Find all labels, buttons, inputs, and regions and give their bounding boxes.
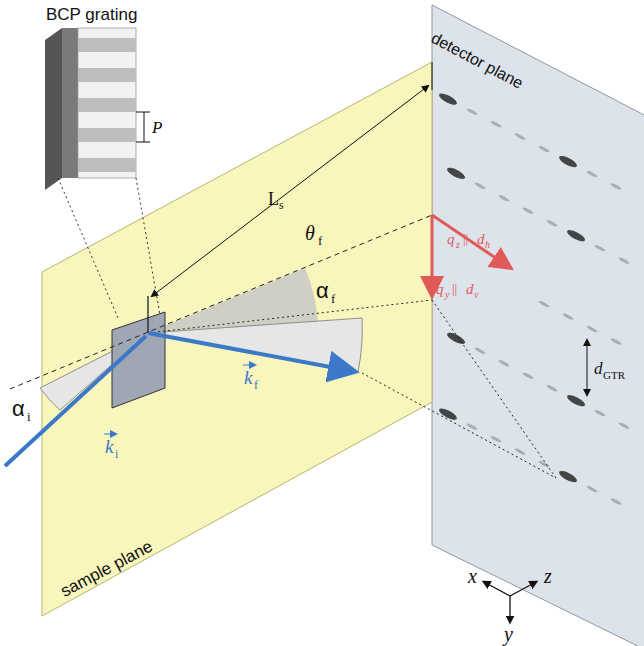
subscript: f bbox=[254, 379, 258, 391]
parallel-sign: || bbox=[452, 282, 457, 295]
qz-arrow bbox=[432, 215, 509, 267]
axis-label: y bbox=[504, 624, 513, 644]
detector-plane bbox=[432, 5, 644, 646]
period-label: P bbox=[152, 119, 162, 136]
wavevector-symbol: k bbox=[244, 368, 252, 387]
qy-arrow bbox=[431, 215, 434, 294]
q-symbol: q bbox=[447, 232, 455, 247]
subscript: s bbox=[279, 199, 284, 211]
subscript: z bbox=[456, 240, 460, 250]
subscript: f bbox=[331, 292, 335, 305]
bcp-grating bbox=[45, 28, 160, 318]
incident-beam bbox=[5, 336, 146, 466]
axes bbox=[484, 582, 536, 622]
q-symbol: q bbox=[436, 282, 444, 297]
d-symbol: d bbox=[477, 232, 485, 247]
alpha-f-wedge bbox=[148, 318, 362, 372]
angle-symbol: θ bbox=[305, 223, 315, 243]
angle-symbol: α bbox=[316, 280, 329, 302]
wavevector-symbol: k bbox=[105, 437, 113, 456]
period-arrow bbox=[587, 340, 588, 395]
angle-symbol: α bbox=[12, 398, 25, 420]
subscript: i bbox=[115, 448, 118, 460]
beam-axis bbox=[10, 215, 432, 389]
axis-label: x bbox=[468, 566, 477, 586]
scattering-streaks bbox=[438, 91, 631, 505]
subscript: GTR bbox=[603, 370, 625, 381]
axis-label: z bbox=[544, 566, 552, 586]
inset-title: BCP grating bbox=[46, 6, 137, 23]
period-symbol: d bbox=[594, 360, 603, 377]
scattered-beam bbox=[148, 333, 352, 371]
subscript: h bbox=[485, 240, 490, 250]
distance-symbol: L bbox=[268, 190, 279, 208]
subscript: v bbox=[474, 290, 478, 300]
parallel-sign: || bbox=[463, 232, 468, 245]
d-symbol: d bbox=[466, 282, 474, 297]
subscript: f bbox=[318, 234, 322, 247]
subscript: i bbox=[27, 410, 31, 423]
distance-arrow bbox=[152, 86, 428, 296]
subscript: y bbox=[445, 290, 449, 300]
